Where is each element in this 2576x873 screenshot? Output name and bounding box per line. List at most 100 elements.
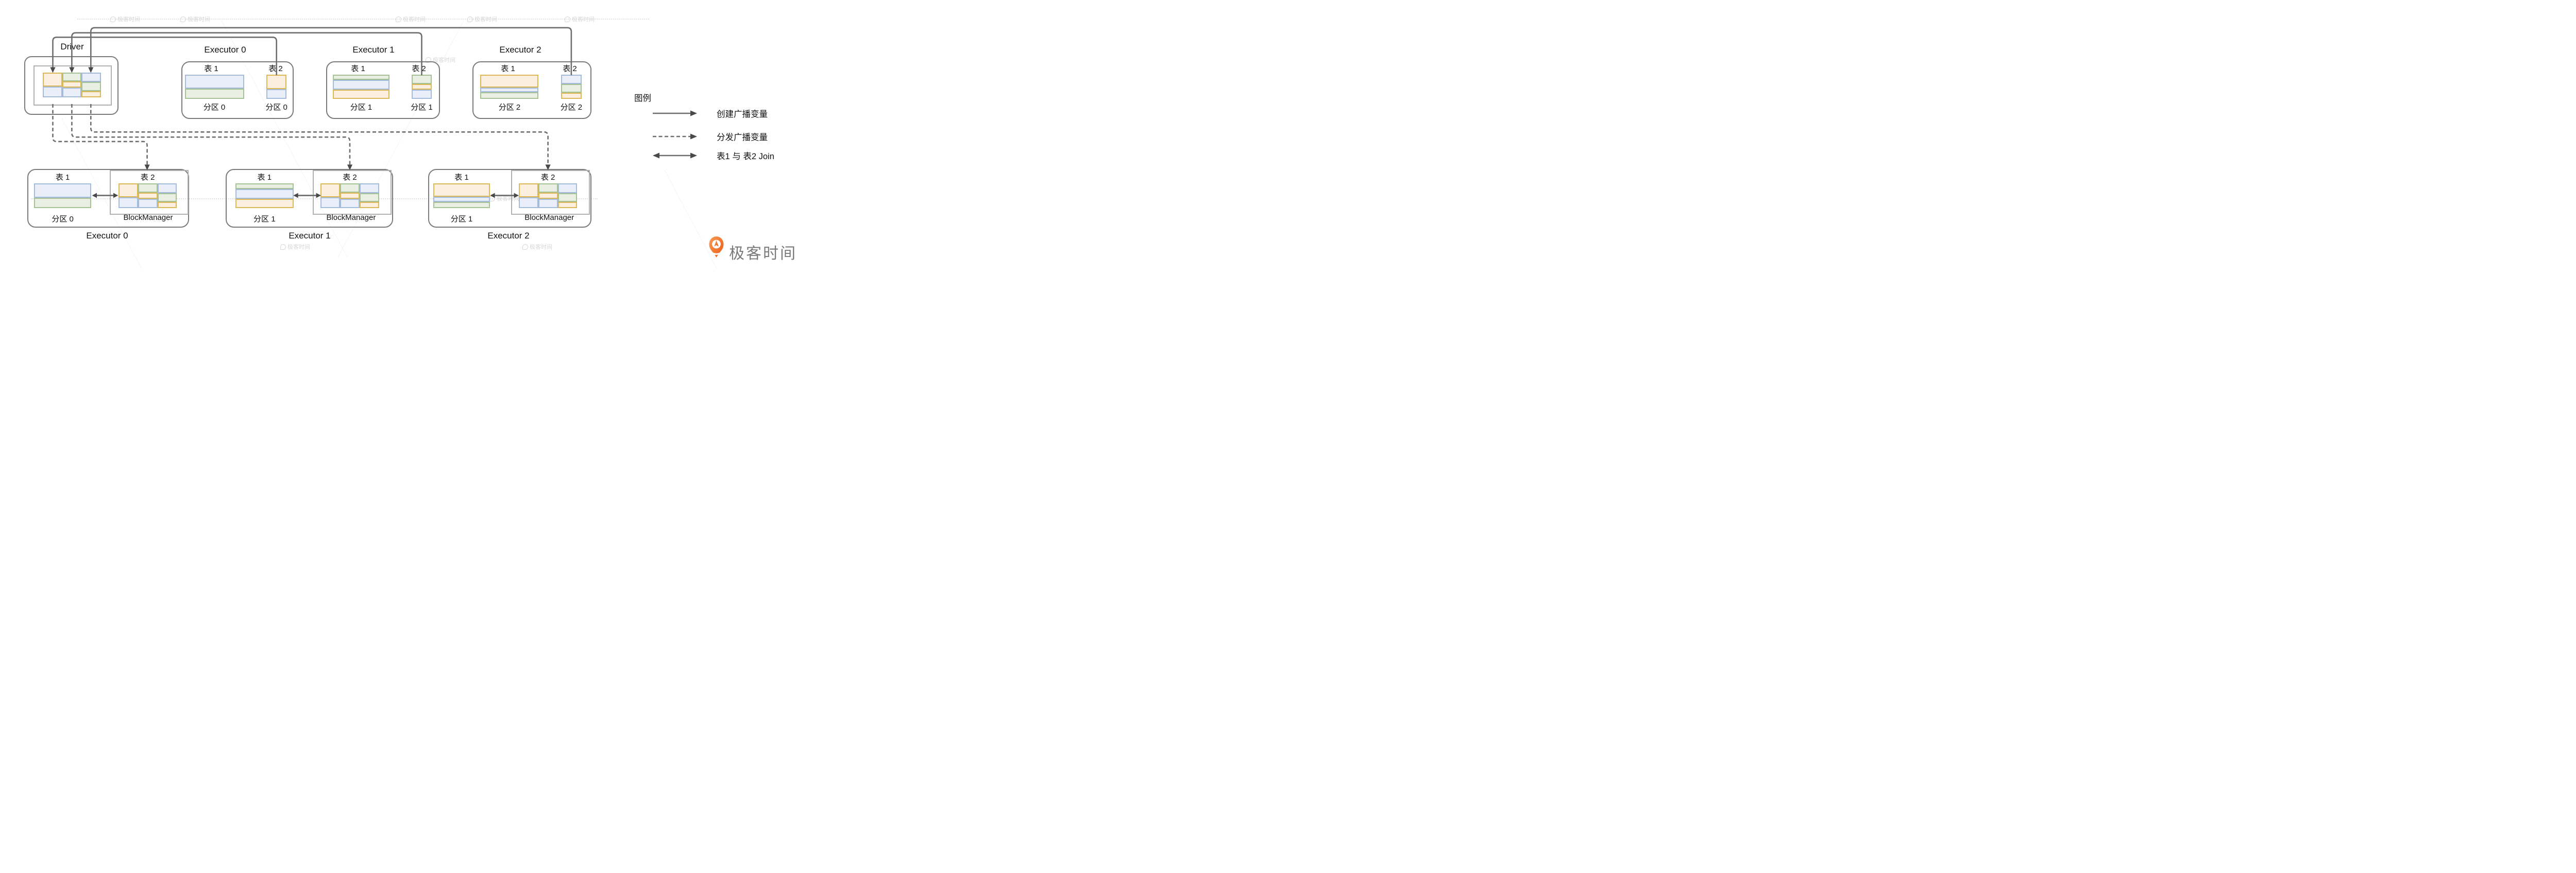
watermark: 极客时间 bbox=[280, 243, 310, 251]
table2-partition-label: 分区 2 bbox=[560, 102, 583, 112]
bottom-executor-2-table1-stack bbox=[433, 183, 490, 209]
legend-title: 图例 bbox=[634, 94, 651, 103]
legend-item-distribute-broadcast: 分发广播变量 bbox=[652, 130, 768, 143]
orange-data-block bbox=[433, 183, 490, 197]
orange-data-block bbox=[538, 192, 558, 199]
table1-label: 表 1 bbox=[351, 64, 365, 73]
mosaic-column bbox=[62, 72, 82, 97]
mosaic-column bbox=[157, 183, 177, 209]
dotted-line bbox=[77, 19, 649, 20]
blockmanager-label: BlockManager bbox=[524, 213, 574, 222]
green-data-block bbox=[359, 193, 379, 202]
bottom-executor-1-table1-stack bbox=[235, 183, 294, 209]
mosaic-column bbox=[557, 183, 578, 209]
orange-data-block bbox=[157, 202, 177, 209]
mosaic-column bbox=[518, 183, 538, 209]
watermark-pin-icon bbox=[467, 16, 473, 22]
watermark: 极客时间 bbox=[565, 15, 595, 23]
orange-data-block bbox=[235, 199, 294, 209]
blue-data-block bbox=[480, 87, 539, 93]
bottom-executor-0-blockmanager-box bbox=[110, 170, 189, 215]
bottom-executor-1-blockmanager-box bbox=[312, 170, 392, 215]
driver-broadcast-mosaic bbox=[43, 72, 101, 97]
bottom-executor-0-box bbox=[27, 168, 189, 228]
table1-label: 表 1 bbox=[257, 173, 272, 182]
mosaic-column bbox=[43, 72, 62, 97]
mosaic-column bbox=[359, 183, 379, 209]
watermark-pin-icon bbox=[110, 16, 116, 22]
table2-partition-label: 分区 0 bbox=[265, 102, 287, 112]
watermark-pin-icon bbox=[396, 16, 401, 22]
blue-data-block bbox=[411, 90, 432, 99]
top-executor-0-table2-stack bbox=[266, 74, 287, 99]
blue-data-block bbox=[538, 198, 558, 209]
dashed-arrow-icon bbox=[653, 133, 697, 140]
blockmanager-label: BlockManager bbox=[326, 213, 376, 222]
green-data-block bbox=[557, 193, 578, 202]
bottom-executor-2-title: Executor 2 bbox=[487, 231, 530, 241]
table1-partition-label: 分区 1 bbox=[350, 102, 372, 112]
green-data-block bbox=[561, 83, 582, 93]
table1-partition-label: 分区 0 bbox=[203, 102, 226, 112]
watermark: 极客时间 bbox=[180, 15, 210, 23]
bottom-executor-2-broadcast-mosaic bbox=[518, 183, 578, 209]
bottom-executor-0-broadcast-mosaic bbox=[118, 183, 177, 209]
diagram-canvas: 极客时间 极客时间 极客时间 极客时间 极客时间 极客时间 极客时间 极客时间 … bbox=[0, 0, 808, 269]
orange-data-block bbox=[340, 192, 360, 199]
green-data-block bbox=[340, 183, 360, 193]
table2-partition-label: 分区 1 bbox=[411, 102, 433, 112]
bottom-executor-0-table1-stack bbox=[33, 183, 92, 209]
green-data-block bbox=[157, 193, 177, 202]
legend-label: 分发广播变量 bbox=[717, 133, 768, 142]
blue-data-block bbox=[62, 87, 82, 97]
table2-label: 表 2 bbox=[268, 64, 283, 73]
watermark-pin-icon bbox=[522, 244, 528, 250]
mosaic-column bbox=[320, 183, 341, 209]
orange-data-block bbox=[266, 74, 287, 90]
blue-data-block bbox=[433, 196, 490, 202]
table2-label: 表 2 bbox=[412, 64, 426, 73]
blue-data-block bbox=[157, 183, 177, 193]
green-data-block bbox=[235, 183, 294, 189]
top-executor-2-title: Executor 2 bbox=[499, 45, 541, 55]
table2-label: 表 2 bbox=[343, 173, 357, 182]
mosaic-column bbox=[138, 183, 158, 209]
orange-data-block bbox=[332, 90, 390, 99]
blue-data-block bbox=[557, 183, 578, 193]
table1-partition-label: 分区 0 bbox=[52, 215, 74, 224]
double-arrow-icon bbox=[653, 152, 697, 159]
legend-item-create-broadcast: 创建广播变量 bbox=[652, 107, 768, 119]
top-executor-2-table1-stack bbox=[480, 74, 539, 99]
green-data-block bbox=[480, 92, 539, 99]
top-executor-1-table2-stack bbox=[411, 74, 432, 99]
bottom-executor-1-broadcast-mosaic bbox=[320, 183, 379, 209]
top-executor-0-table1-stack bbox=[185, 74, 244, 99]
watermark: 极客时间 bbox=[396, 15, 426, 23]
green-data-block bbox=[185, 89, 244, 99]
driver-title: Driver bbox=[60, 42, 84, 52]
watermark-pin-icon bbox=[280, 244, 286, 250]
orange-data-block bbox=[43, 72, 62, 87]
table2-label: 表 2 bbox=[540, 173, 555, 182]
orange-data-block bbox=[557, 202, 578, 209]
table2-label: 表 2 bbox=[140, 173, 155, 182]
blue-data-block bbox=[518, 197, 538, 209]
geektime-pin-icon bbox=[709, 236, 724, 258]
table1-label: 表 1 bbox=[55, 173, 70, 182]
table1-partition-label: 分区 2 bbox=[498, 102, 521, 112]
bottom-executor-2-blockmanager-box bbox=[511, 170, 590, 215]
dotted-line bbox=[31, 198, 598, 199]
legend-item-join: 表1 与 表2 Join bbox=[652, 149, 774, 162]
green-data-block bbox=[62, 72, 82, 82]
green-data-block bbox=[332, 74, 390, 80]
green-data-block bbox=[433, 201, 490, 209]
orange-data-block bbox=[480, 74, 539, 88]
orange-data-block bbox=[138, 192, 158, 199]
geektime-logo: 极客时间 bbox=[708, 236, 797, 263]
watermark-pin-icon bbox=[180, 16, 186, 22]
bottom-executor-0-title: Executor 0 bbox=[86, 231, 128, 241]
mosaic-column bbox=[538, 183, 558, 209]
mosaic-column bbox=[81, 72, 101, 97]
green-data-block bbox=[33, 197, 92, 209]
watermark: 极客时间 bbox=[110, 15, 140, 23]
